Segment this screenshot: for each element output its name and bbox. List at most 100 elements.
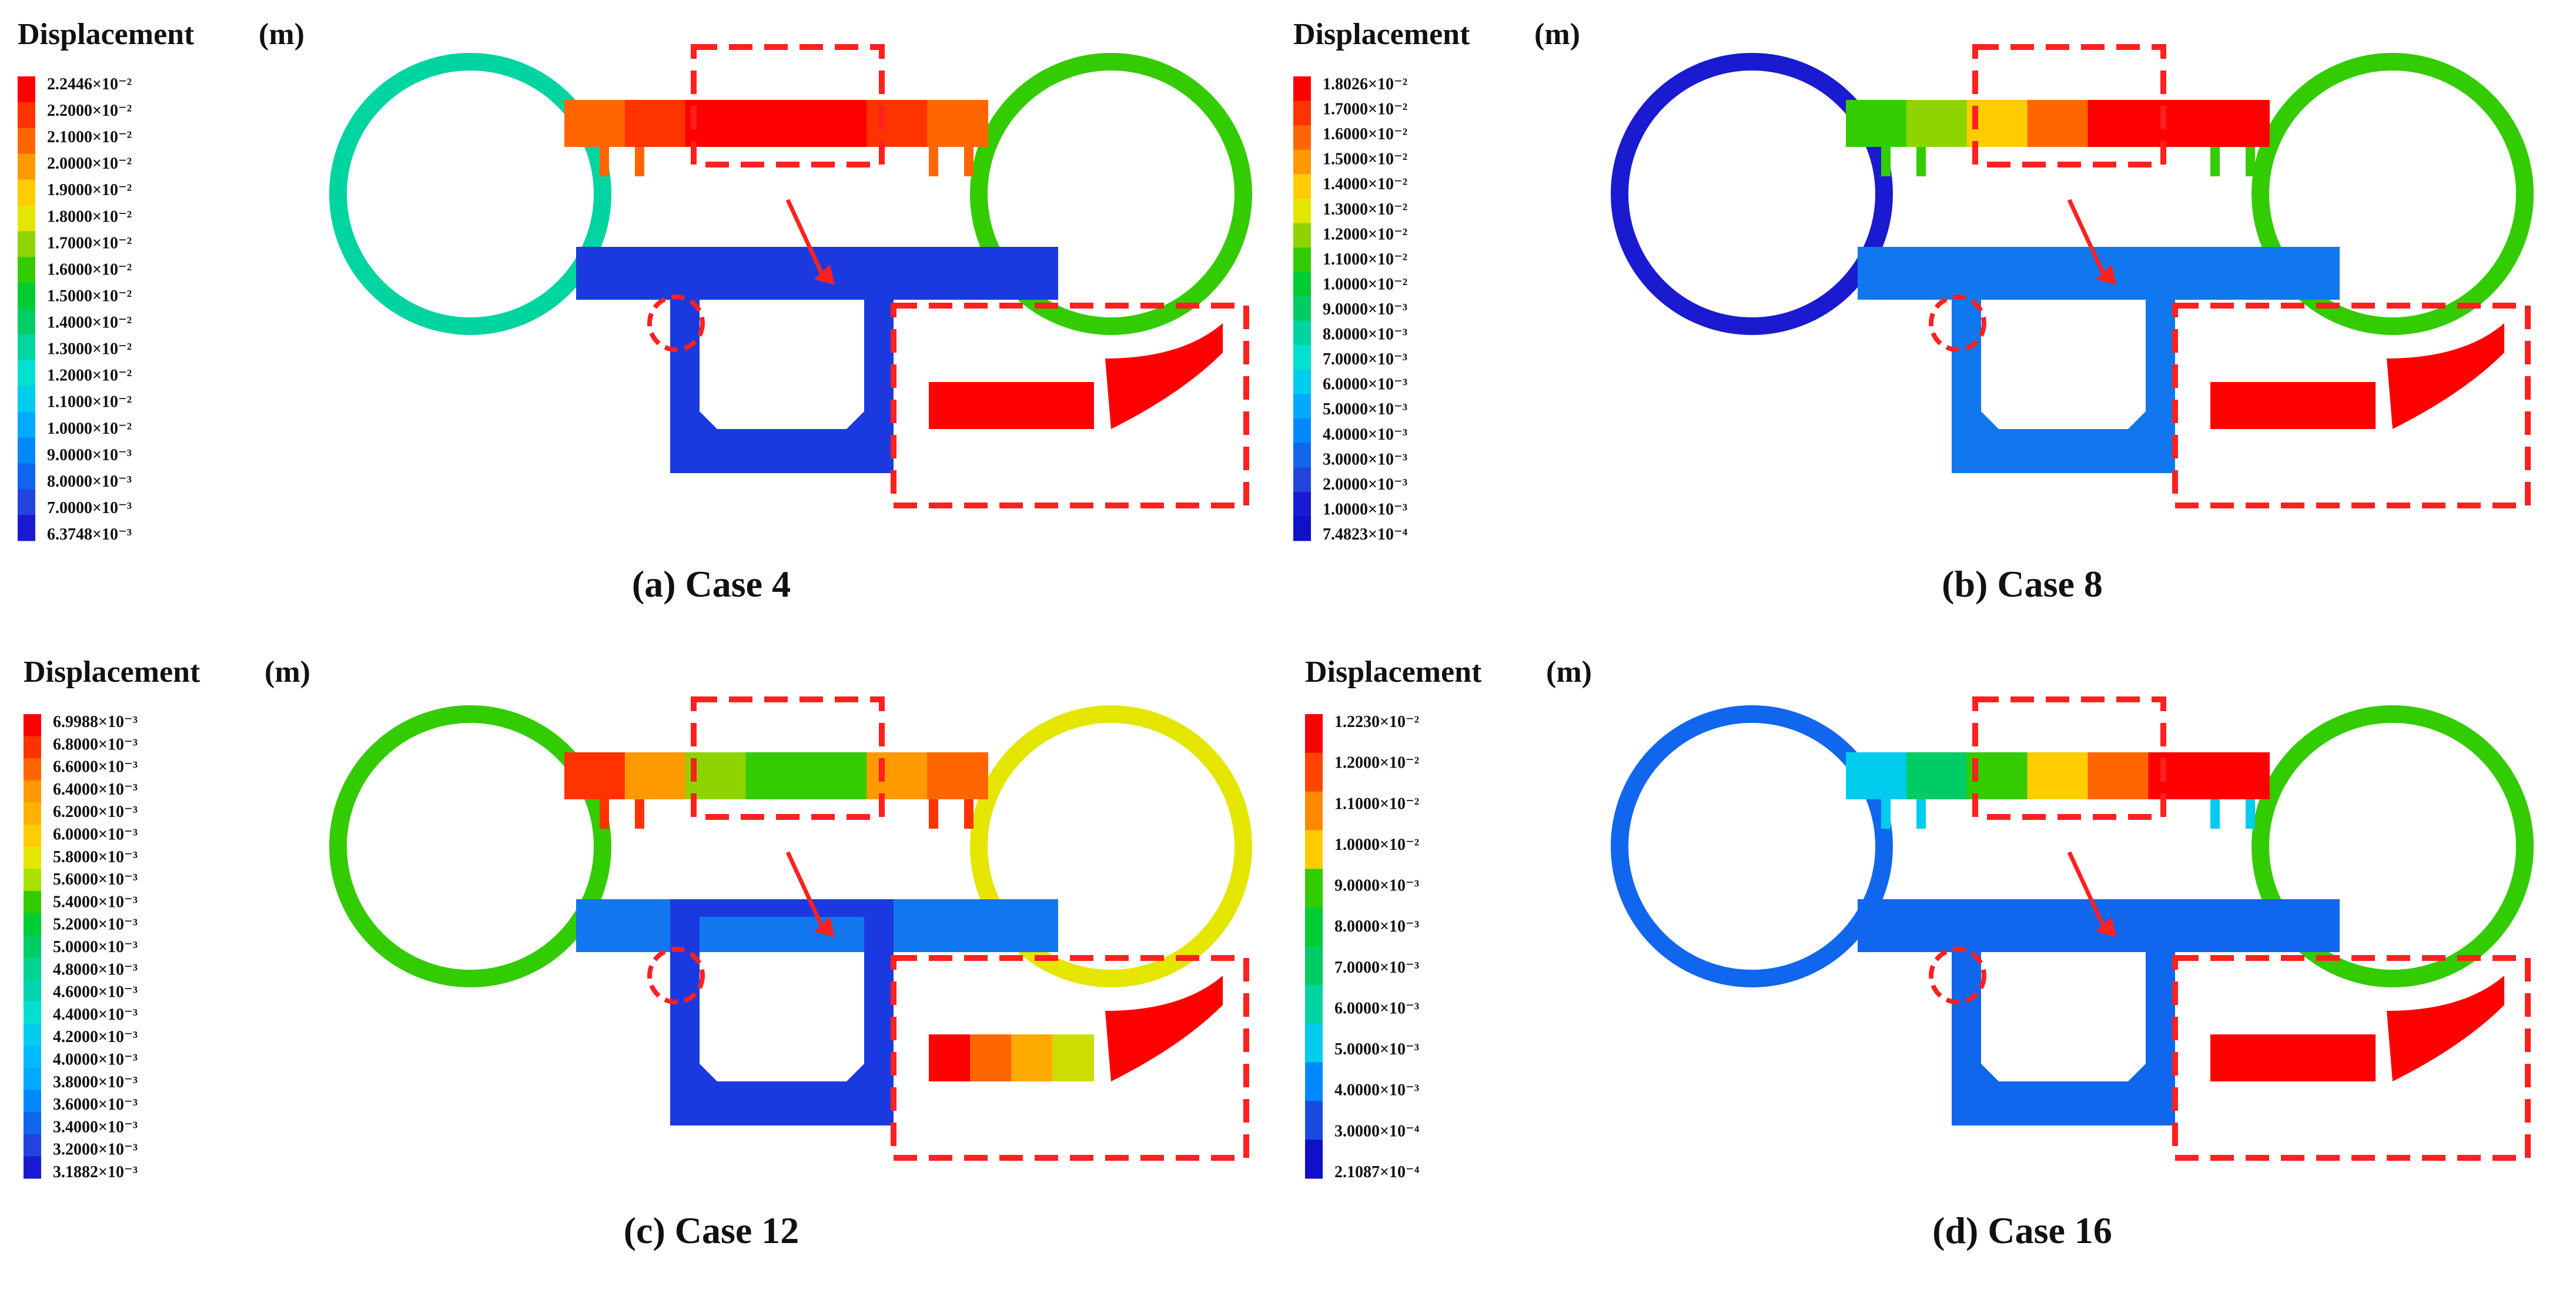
legend-swatch (1293, 101, 1311, 126)
left-tunnel-ring (1611, 705, 1893, 987)
top-slab-segment (564, 752, 625, 799)
panel-caption: (b) Case 8 (1942, 563, 2103, 605)
legend-label: 2.0000×10⁻² (47, 155, 132, 173)
top-slab-segment (927, 100, 988, 147)
legend-label: 5.0000×10⁻³ (53, 938, 138, 956)
legend-swatch (1293, 223, 1311, 248)
inset-frame (891, 303, 1249, 508)
legend-label: 4.2000×10⁻³ (53, 1028, 138, 1046)
legend-swatch (18, 153, 35, 180)
highlight-box (1972, 696, 2166, 820)
inset-arch (2387, 976, 2504, 1081)
legend-swatch (18, 205, 35, 232)
legend-label: 8.0000×10⁻³ (1323, 326, 1407, 344)
legend-swatch (1305, 1140, 1323, 1179)
top-slab-segment (2209, 752, 2270, 799)
legend-label: 1.0000×10⁻² (47, 420, 132, 438)
slab-column (1916, 147, 1926, 176)
legend-swatch (1293, 296, 1311, 321)
top-slab-segment (927, 752, 988, 799)
structure-section (329, 696, 1252, 1161)
legend-label: 6.0000×10⁻³ (1323, 376, 1407, 394)
legend-label: 5.4000×10⁻³ (53, 893, 138, 911)
legend-swatch (24, 736, 41, 759)
arrow-line (785, 851, 825, 930)
legend-swatch (18, 515, 35, 541)
inset-arch (1105, 323, 1223, 429)
legend-label: 1.2000×10⁻² (47, 367, 132, 385)
inset-segment (929, 382, 1094, 429)
legend-swatch (1293, 369, 1311, 395)
top-slab-segment (1906, 100, 1968, 147)
legend-label: 6.8000×10⁻³ (53, 735, 138, 753)
top-slab-segment (1846, 100, 1907, 147)
zoom-inset (891, 303, 1249, 508)
arrow-head (814, 917, 835, 937)
highlight-box (691, 696, 885, 820)
legend-label: 2.1000×10⁻² (47, 128, 132, 146)
legend-label: 6.4000×10⁻³ (53, 781, 138, 799)
legend-label: 1.6000×10⁻² (1323, 125, 1407, 143)
legend-swatch (1293, 443, 1311, 468)
legend-swatch (24, 1067, 41, 1091)
panel-caption: (c) Case 12 (624, 1210, 799, 1251)
legend-label: 9.0000×10⁻³ (1334, 877, 1419, 895)
legend-swatch (1293, 345, 1311, 370)
top-slab-segment (1846, 752, 1907, 799)
slab-column (929, 147, 938, 176)
legend-swatch (18, 128, 35, 155)
top-slab-segment (2027, 752, 2089, 799)
legend-label: 6.0000×10⁻³ (1334, 999, 1419, 1017)
slab-column (635, 799, 644, 829)
legend-unit: (m) (1534, 18, 1580, 51)
box-culvert (1952, 247, 2175, 473)
legend-label: 3.0000×10⁻⁴ (1334, 1122, 1420, 1140)
legend-label: 6.9988×10⁻³ (53, 713, 138, 731)
legend-swatch (18, 76, 35, 103)
highlight-circle (647, 294, 705, 352)
inset-segment (1011, 1034, 1053, 1081)
highlight-circle (1929, 294, 1986, 352)
legend-swatch (18, 463, 35, 490)
legend-label: 1.3000×10⁻² (1323, 200, 1407, 219)
top-slab-segment (2087, 100, 2149, 147)
top-slab-segment (806, 100, 868, 147)
slab-column (2210, 147, 2220, 176)
legend-label: 1.6000×10⁻² (47, 260, 132, 279)
zoom-inset (891, 955, 1249, 1161)
top-slab-segment (867, 752, 928, 799)
legend-swatch (24, 780, 41, 803)
slab-column (600, 147, 609, 176)
slab-column (2246, 799, 2255, 829)
legend-label: 6.6000×10⁻³ (53, 758, 138, 776)
legend-swatch (18, 411, 35, 438)
arrow-head (2096, 264, 2116, 285)
zoom-inset (2172, 955, 2531, 1161)
arrow-head (814, 264, 835, 285)
legend-swatch (24, 890, 41, 914)
top-slab-segment (2087, 752, 2149, 799)
legend-swatch (1293, 247, 1311, 273)
panel-b: Displacement(m)1.8026×10⁻²1.7000×10⁻²1.6… (1293, 18, 2534, 605)
legend-swatch (1305, 946, 1323, 986)
legend-label: 1.7000×10⁻² (1323, 101, 1407, 119)
legend-swatch (24, 1112, 41, 1135)
panel-c: Displacement(m)6.9988×10⁻³6.8000×10⁻³6.6… (24, 655, 1252, 1251)
legend-swatch (1293, 516, 1311, 541)
panel-a: Displacement(m)2.2446×10⁻²2.2000×10⁻²2.1… (18, 18, 1252, 605)
legend-swatch (24, 1046, 41, 1068)
legend-swatch (18, 231, 35, 257)
legend-swatch (24, 802, 41, 825)
legend-label: 7.0000×10⁻³ (1323, 350, 1407, 369)
top-slab-segment (745, 752, 807, 799)
legend-label: 1.8000×10⁻² (47, 207, 132, 226)
right-tunnel-ring (2252, 53, 2534, 335)
legend-label: 1.1000×10⁻² (47, 393, 132, 411)
highlight-circle (647, 947, 705, 1004)
legend-label: 1.2000×10⁻² (1323, 225, 1407, 243)
legend-label: 3.8000×10⁻³ (53, 1073, 138, 1091)
legend-swatch (18, 102, 35, 129)
slab-column (1881, 799, 1891, 829)
legend-swatch (24, 825, 41, 848)
